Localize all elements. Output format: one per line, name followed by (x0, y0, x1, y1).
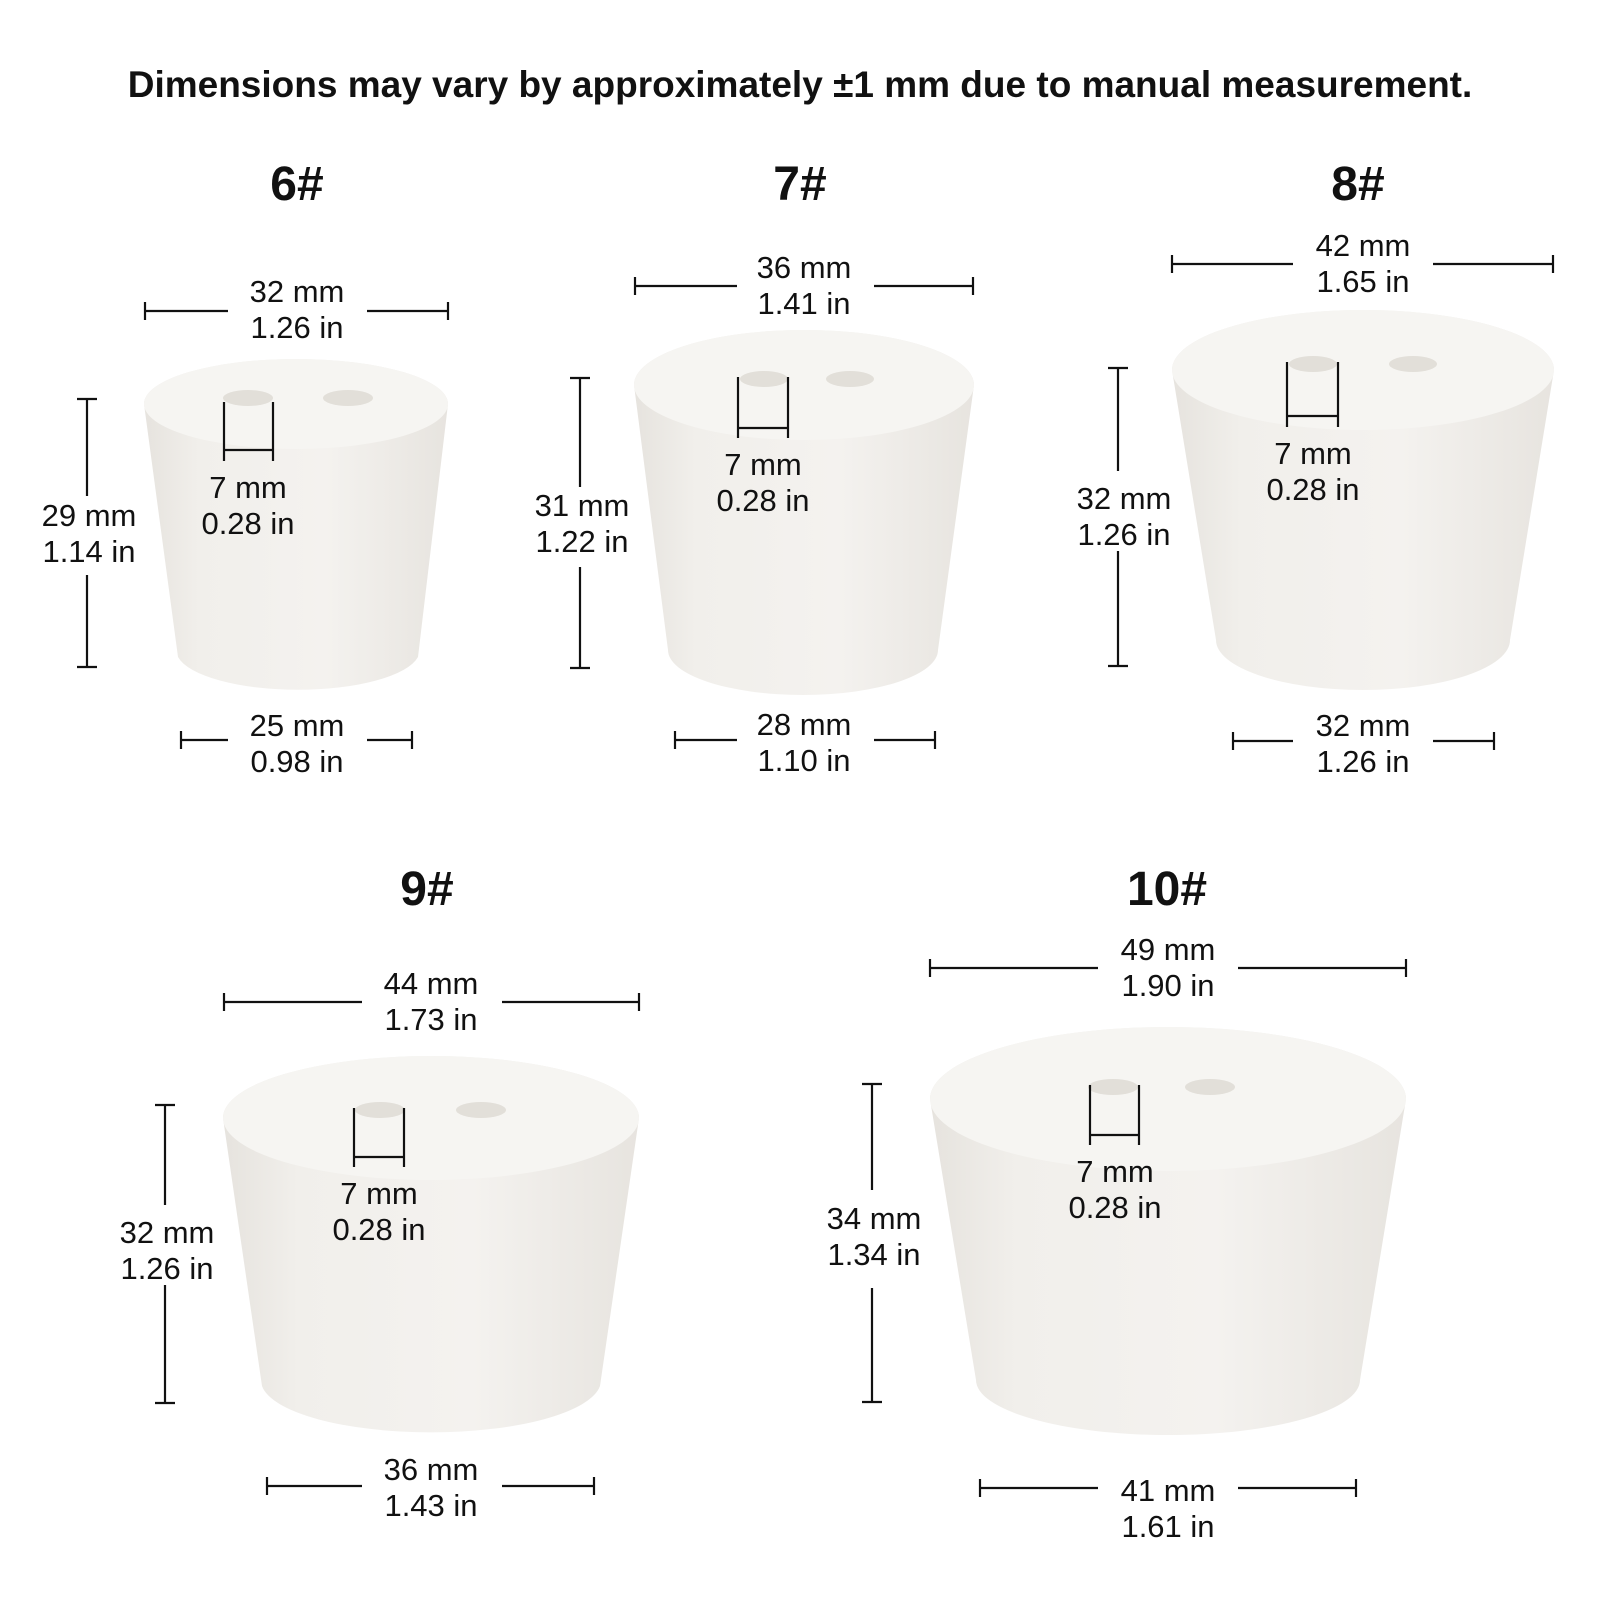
top-diameter-in: 1.65 in (1316, 264, 1409, 299)
hole-dimension: 7 mm 0.28 in (332, 1108, 426, 1247)
bottom-diameter-dimension: 32 mm 1.26 in (1231, 708, 1496, 779)
hole-mm: 7 mm (1274, 436, 1352, 471)
bottom-diameter-in: 1.10 in (757, 743, 850, 778)
hole-dimension: 7 mm 0.28 in (201, 402, 295, 541)
bottom-diameter-in: 0.98 in (250, 744, 343, 779)
hole-right (456, 1102, 506, 1118)
hole-left (1289, 356, 1337, 372)
height-mm: 31 mm (535, 488, 630, 523)
size-label: 9# (400, 863, 453, 916)
height-mm: 34 mm (827, 1201, 922, 1236)
stopper-top-face (634, 330, 974, 440)
bottom-diameter-mm: 28 mm (757, 707, 852, 742)
hole-left (223, 390, 273, 406)
top-diameter-mm: 49 mm (1121, 932, 1216, 967)
hole-right (1389, 356, 1437, 372)
stopper-top-face (930, 1027, 1406, 1171)
hole-dimension: 7 mm 0.28 in (1266, 362, 1360, 507)
bottom-diameter-in: 1.43 in (384, 1488, 477, 1523)
stopper-top-face (223, 1056, 639, 1180)
bottom-diameter-in: 1.61 in (1121, 1509, 1214, 1544)
hole-in: 0.28 in (1266, 472, 1359, 507)
height-in: 1.26 in (120, 1251, 213, 1286)
top-diameter-in: 1.41 in (757, 286, 850, 321)
height-in: 1.22 in (535, 524, 628, 559)
height-mm: 29 mm (42, 498, 137, 533)
height-mm: 32 mm (120, 1215, 215, 1250)
top-diameter-in: 1.90 in (1121, 968, 1214, 1003)
height-dimension: 31 mm 1.22 in (535, 376, 630, 670)
height-in: 1.26 in (1077, 517, 1170, 552)
height-in: 1.14 in (42, 534, 135, 569)
hole-in: 0.28 in (201, 506, 294, 541)
hole-right (323, 390, 373, 406)
top-diameter-mm: 42 mm (1316, 228, 1411, 263)
top-diameter-dimension: 42 mm 1.65 in (1170, 228, 1555, 299)
top-diameter-in: 1.73 in (384, 1002, 477, 1037)
bottom-diameter-mm: 41 mm (1121, 1473, 1216, 1508)
bottom-diameter-dimension: 28 mm 1.10 in (673, 707, 937, 778)
bottom-diameter-mm: 36 mm (384, 1452, 479, 1487)
bottom-diameter-mm: 25 mm (250, 708, 345, 743)
top-diameter-in: 1.26 in (250, 310, 343, 345)
size-label: 10# (1127, 863, 1207, 916)
hole-in: 0.28 in (716, 483, 809, 518)
top-diameter-mm: 36 mm (757, 250, 852, 285)
stopper-6: 6# 32 mm 1.26 in 29 mm 1.14 in (42, 158, 450, 779)
top-diameter-dimension: 49 mm 1.90 in (928, 932, 1408, 1003)
bottom-diameter-dimension: 41 mm 1.61 in (978, 1473, 1358, 1544)
top-diameter-mm: 44 mm (384, 966, 479, 1001)
hole-mm: 7 mm (340, 1176, 418, 1211)
size-label: 7# (773, 158, 826, 211)
hole-in: 0.28 in (332, 1212, 425, 1247)
height-in: 1.34 in (827, 1237, 920, 1272)
bottom-diameter-dimension: 36 mm 1.43 in (265, 1452, 596, 1523)
top-diameter-dimension: 36 mm 1.41 in (633, 250, 975, 321)
stopper-9: 9# 44 mm 1.73 in 32 mm 1.26 in 7 mm 0.28… (120, 863, 641, 1523)
stopper-7: 7# 36 mm 1.41 in 31 mm 1.22 in 7 mm 0.28… (535, 158, 975, 778)
bottom-diameter-mm: 32 mm (1316, 708, 1411, 743)
hole-right (826, 371, 874, 387)
measurement-notice: Dimensions may vary by approximately ±1 … (127, 64, 1473, 105)
hole-dimension: 7 mm 0.28 in (716, 377, 810, 518)
hole-mm: 7 mm (1076, 1154, 1154, 1189)
stopper-8: 8# 42 mm 1.65 in 32 mm 1.26 in 7 mm 0.28… (1077, 158, 1555, 779)
stopper-10: 10# 49 mm 1.90 in 34 mm 1.34 in 7 mm 0.2… (827, 863, 1408, 1544)
height-dimension: 32 mm 1.26 in (1077, 366, 1172, 668)
bottom-diameter-in: 1.26 in (1316, 744, 1409, 779)
height-mm: 32 mm (1077, 481, 1172, 516)
hole-left (1088, 1079, 1138, 1095)
stopper-top-face (1172, 310, 1554, 430)
hole-dimension: 7 mm 0.28 in (1068, 1085, 1162, 1225)
bottom-diameter-dimension: 25 mm 0.98 in (179, 708, 414, 779)
hole-mm: 7 mm (724, 447, 802, 482)
hole-mm: 7 mm (209, 470, 287, 505)
height-dimension: 32 mm 1.26 in (120, 1103, 215, 1405)
height-dimension: 34 mm 1.34 in (827, 1082, 922, 1404)
hole-right (1185, 1079, 1235, 1095)
size-label: 8# (1331, 158, 1384, 211)
hole-left (740, 371, 788, 387)
stopper-top-face (144, 359, 448, 449)
top-diameter-mm: 32 mm (250, 274, 345, 309)
height-dimension: 29 mm 1.14 in (42, 397, 137, 669)
hole-in: 0.28 in (1068, 1190, 1161, 1225)
size-label: 6# (270, 158, 323, 211)
top-diameter-dimension: 44 mm 1.73 in (222, 966, 641, 1037)
top-diameter-dimension: 32 mm 1.26 in (143, 274, 450, 345)
hole-left (355, 1102, 405, 1118)
